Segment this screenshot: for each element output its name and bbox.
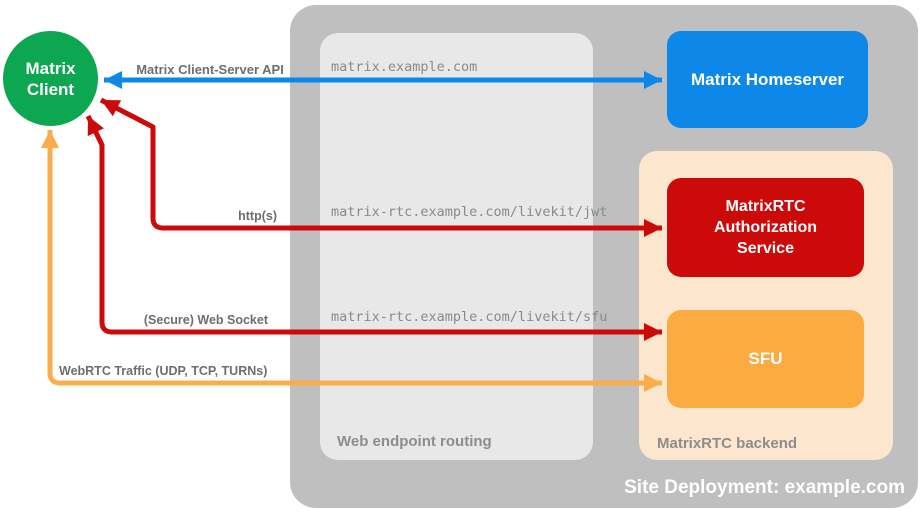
edge-label-https: http(s) [238,209,277,223]
sfu-node: SFU [667,310,864,408]
matrix-client-node: Matrix Client [3,31,98,126]
matrixrtc-auth-service-label: MatrixRTC Authorization Service [713,198,818,257]
matrixrtc-backend-label: MatrixRTC backend [657,435,798,452]
matrixrtc-auth-service-node: MatrixRTC Authorization Service [667,178,864,277]
web-endpoint-routing-label: Web endpoint routing [337,433,492,450]
web-endpoint-routing-container [320,33,593,460]
edge-label-matrix-client-server-api: Matrix Client-Server API [136,62,284,77]
endpoint-livekit-jwt: matrix-rtc.example.com/livekit/jwt [331,204,608,220]
endpoint-livekit-sfu: matrix-rtc.example.com/livekit/sfu [331,309,608,325]
matrix-homeserver-node: Matrix Homeserver [667,31,868,128]
site-deployment-label: Site Deployment: example.com [624,477,905,498]
edge-label-webrtc-traffic: WebRTC Traffic (UDP, TCP, TURNs) [59,364,268,378]
endpoint-matrix-example-com: matrix.example.com [331,59,478,75]
sfu-label: SFU [748,349,783,368]
matrix-client-label: Matrix Client [25,58,76,99]
edge-label-secure-web-socket: (Secure) Web Socket [143,313,268,327]
matrix-homeserver-label: Matrix Homeserver [690,69,845,89]
